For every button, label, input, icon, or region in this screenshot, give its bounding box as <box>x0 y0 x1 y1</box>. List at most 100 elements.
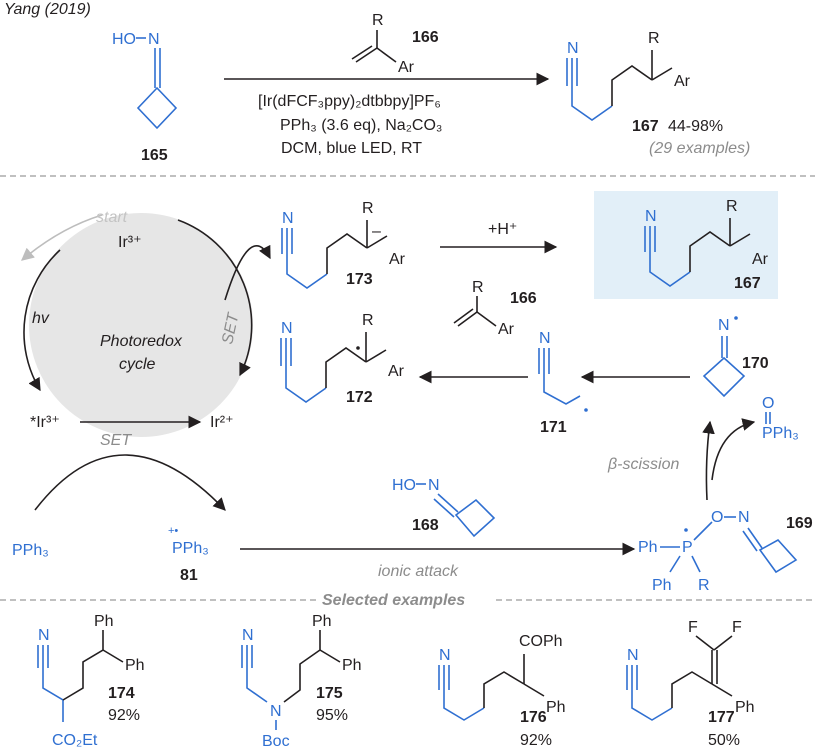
compound-168-label: 168 <box>412 517 439 534</box>
phosphoranyl-169-structure: Ph P O N Ph R <box>638 509 798 594</box>
ex174-yield: 92% <box>108 707 140 724</box>
beta-scission-label: β-scission <box>607 456 679 473</box>
phosphoranyl-r: R <box>698 577 710 594</box>
yield-range: 44-98% <box>668 118 723 135</box>
anion-173-structure: N R – Ar <box>281 200 406 289</box>
phosphoranyl-p: P <box>682 539 693 556</box>
alkene-166-mech-structure: R Ar <box>453 279 515 338</box>
compound-172-label: 172 <box>346 389 373 406</box>
compound-165-label: 165 <box>141 147 168 164</box>
ex176-id: 176 <box>520 709 547 726</box>
cycle-title-line1: Photoredox <box>100 333 183 350</box>
phosphoranyl-ph1: Ph <box>638 539 658 556</box>
oxime-168-ho: HO <box>392 477 416 494</box>
phosphoranyl-n: N <box>738 509 750 526</box>
ex177-f1: F <box>688 619 698 636</box>
ex175-id: 175 <box>316 685 343 702</box>
example-175-structure: N N Boc Ph Ph <box>241 613 362 750</box>
pph3-label: PPh₃ <box>12 542 49 559</box>
reduction-curved-arrow <box>224 244 271 301</box>
oxime-168-n: N <box>428 477 440 494</box>
ex175-ph2: Ph <box>342 657 362 674</box>
example-174-structure: N Ph Ph CO₂Et <box>37 613 145 749</box>
product-167-mech-structure: N R Ar <box>644 198 769 287</box>
radical-172-structure: N R Ar <box>280 312 405 403</box>
compound-173-label: 173 <box>346 271 373 288</box>
alkyl-radical-171-structure: N <box>538 330 588 412</box>
ex176-ph: Ph <box>546 699 566 716</box>
oxidation-curved-arrow <box>34 454 226 511</box>
ex177-n: N <box>627 647 639 664</box>
phosphine-oxide-o: O <box>762 395 774 412</box>
selected-examples-title: Selected examples <box>322 592 465 609</box>
reagents-line: PPh₃ (3.6 eq), Na₂CO₃ <box>280 117 442 134</box>
phosphoranyl-o: O <box>711 509 723 526</box>
ex175-boc: Boc <box>262 733 290 750</box>
ex175-yield: 95% <box>316 707 348 724</box>
set-label-bottom: SET <box>100 432 132 449</box>
compound-167-label: 167 <box>632 118 659 135</box>
beta-scission-arrow <box>702 420 715 501</box>
oxime-n-label: N <box>148 31 160 48</box>
start-label: start <box>96 209 128 226</box>
set-label-right: SET <box>219 311 242 346</box>
mech-compound-166-label: 166 <box>510 290 537 307</box>
citation: Yang (2019) <box>4 1 91 18</box>
ex175-n2: N <box>270 703 282 720</box>
ex175-n1: N <box>242 627 254 644</box>
catalyst-line: [Ir(dFCF₃ppy)₂dtbbpy]PF₆ <box>258 93 441 110</box>
examples-count: (29 examples) <box>649 140 750 157</box>
ex175-ph1: Ph <box>312 613 332 630</box>
product-ar-label: Ar <box>674 73 691 90</box>
ionic-attack-label: ionic attack <box>378 563 459 580</box>
product-r-label: R <box>648 30 660 47</box>
compound-81-label: 81 <box>180 567 198 584</box>
mech-compound-167-label: 167 <box>734 275 761 292</box>
excited-ir3-label: *Ir³⁺ <box>30 414 60 431</box>
oxime-168-structure: HO N <box>392 477 496 538</box>
cycle-arrow-right <box>177 219 253 377</box>
phosphoranyl-ph2: Ph <box>652 577 672 594</box>
compound-166-label: 166 <box>412 29 439 46</box>
iminyl-n: N <box>718 317 730 334</box>
example-177-structure: N F F Ph <box>626 619 755 721</box>
mech-alkene-ar: Ar <box>498 321 515 338</box>
alkene-ar-label: Ar <box>398 59 415 76</box>
mech-product-n: N <box>645 208 657 225</box>
radical-n: N <box>281 320 293 337</box>
ex174-id: 174 <box>108 685 135 702</box>
ex174-ester: CO₂Et <box>52 732 98 749</box>
oxime-165-structure: HO N <box>112 31 178 130</box>
phosphine-oxide-label: PPh₃ <box>762 425 799 442</box>
ex177-ph: Ph <box>735 699 755 716</box>
iminyl-170-structure: N <box>702 316 746 398</box>
alkene-r-label: R <box>372 12 384 29</box>
compound-170-label: 170 <box>742 355 769 372</box>
alkene-166-structure: R Ar <box>351 12 415 76</box>
ex174-n: N <box>38 627 50 644</box>
cycle-title-line2: cycle <box>119 356 156 373</box>
anion-ar: Ar <box>389 251 406 268</box>
anion-r: R <box>362 200 374 217</box>
ex177-yield: 50% <box>708 732 740 749</box>
ex177-id: 177 <box>708 709 735 726</box>
protonation-label: +H⁺ <box>488 221 517 238</box>
radical-r: R <box>362 312 374 329</box>
oxime-ho-label: HO <box>112 31 136 48</box>
ex174-ph1: Ph <box>94 613 114 630</box>
radical-ar: Ar <box>388 363 405 380</box>
radical-cation-charge: +• <box>168 525 178 537</box>
ex176-yield: 92% <box>520 732 552 749</box>
product-highlight-box <box>594 191 778 299</box>
mech-product-ar: Ar <box>752 251 769 268</box>
ir3-label: Ir³⁺ <box>118 234 142 251</box>
ir2-label: Ir²⁺ <box>210 414 234 431</box>
compound-171-label: 171 <box>540 419 567 436</box>
ex176-n: N <box>439 647 451 664</box>
example-176-structure: N COPh Ph <box>438 633 566 721</box>
hv-label: hv <box>32 310 50 327</box>
product-167-structure: N R Ar <box>566 30 691 121</box>
phosphine-oxide-arrow <box>711 418 756 481</box>
photoredox-cycle-fill <box>29 213 253 437</box>
